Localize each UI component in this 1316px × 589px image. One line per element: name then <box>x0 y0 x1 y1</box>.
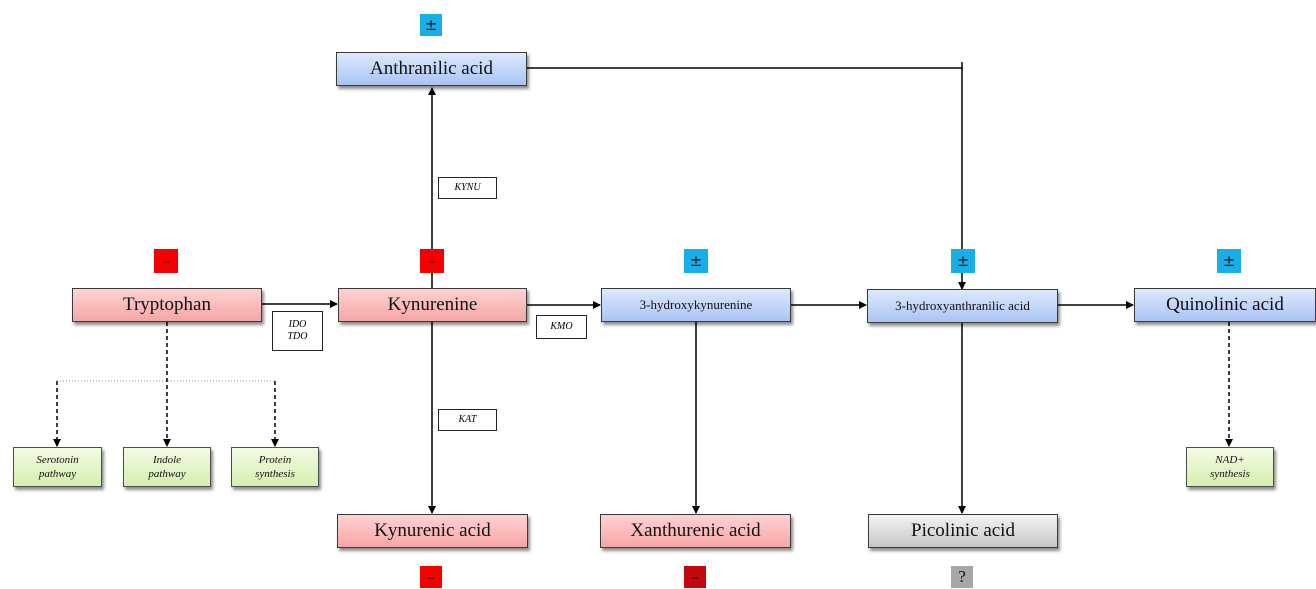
node-kynurenic-acid-label: Kynurenic acid <box>374 520 491 541</box>
node-xanthurenic-acid-label: Xanthurenic acid <box>630 520 761 541</box>
enzyme-ido-tdo: IDO TDO <box>272 311 323 351</box>
badge-quinolinic-acid-symbol: ± <box>1222 252 1236 270</box>
output-nad-line1: NAD+ <box>1215 454 1245 466</box>
node-tryptophan-label: Tryptophan <box>123 294 211 315</box>
output-nad-synthesis: NAD+ synthesis <box>1186 447 1274 487</box>
badge-xanthurenic-acid-symbol: – <box>691 568 699 586</box>
node-quinolinic-acid: Quinolinic acid <box>1134 288 1316 322</box>
node-quinolinic-acid-label: Quinolinic acid <box>1166 294 1284 315</box>
enzyme-tdo-label: TDO <box>287 331 308 342</box>
output-protein-synthesis: Protein synthesis <box>231 447 319 487</box>
badge-kynurenic-acid-symbol: – <box>427 568 435 586</box>
enzyme-kat: KAT <box>438 409 497 431</box>
badge-quinolinic-acid: ± <box>1217 249 1241 273</box>
badge-anthranilic-acid-symbol: ± <box>424 16 438 34</box>
node-3-hydroxykynurenine: 3-hydroxykynurenine <box>601 288 791 322</box>
output-indole-line2: pathway <box>148 468 186 480</box>
enzyme-kat-label: KAT <box>458 414 477 425</box>
node-kynurenic-acid: Kynurenic acid <box>337 514 528 548</box>
badge-xanthurenic-acid: – <box>684 566 706 588</box>
output-indole-pathway: Indole pathway <box>123 447 211 487</box>
node-anthranilic-acid: Anthranilic acid <box>336 52 527 86</box>
node-picolinic-acid-label: Picolinic acid <box>911 520 1015 541</box>
badge-kynurenine: – <box>420 249 444 273</box>
badge-anthranilic-acid: ± <box>420 14 442 36</box>
output-protein-line2: synthesis <box>255 468 295 480</box>
badge-tryptophan-symbol: – <box>162 252 170 270</box>
node-anthranilic-acid-label: Anthranilic acid <box>370 58 493 79</box>
badge-kynurenine-symbol: – <box>428 252 436 270</box>
output-serotonin-line2: pathway <box>38 468 77 480</box>
arrow-anthranilic-hydroxyanthranilic <box>527 67 966 290</box>
badge-picolinic-acid: ? <box>951 566 973 588</box>
output-serotonin-line1: Serotonin <box>36 454 79 466</box>
node-kynurenine-label: Kynurenine <box>387 294 478 315</box>
badge-3-hydroxyanthranilic-acid: ± <box>951 249 975 273</box>
badge-tryptophan: – <box>154 249 178 273</box>
output-nad-line2: synthesis <box>1210 468 1250 480</box>
node-3-hydroxykynurenine-label: 3-hydroxykynurenine <box>639 297 753 312</box>
node-3-hydroxyanthranilic-acid-label: 3-hydroxyanthranilic acid <box>895 298 1030 313</box>
output-serotonin-pathway: Serotonin pathway <box>13 447 102 487</box>
badge-picolinic-acid-symbol: ? <box>958 567 966 586</box>
enzyme-kynu: KYNU <box>438 177 497 199</box>
enzyme-kmo-label: KMO <box>550 321 573 332</box>
enzyme-kynu-label: KYNU <box>454 182 481 193</box>
badge-3-hydroxykynurenine: ± <box>684 249 708 273</box>
badge-3-hydroxyanthranilic-acid-symbol: ± <box>956 252 970 270</box>
badge-3-hydroxykynurenine-symbol: ± <box>689 252 703 270</box>
enzyme-kmo: KMO <box>536 315 587 339</box>
output-indole-line1: Indole <box>152 454 182 466</box>
badge-kynurenic-acid: – <box>420 566 442 588</box>
node-tryptophan: Tryptophan <box>72 288 262 322</box>
node-picolinic-acid: Picolinic acid <box>868 514 1058 548</box>
node-3-hydroxyanthranilic-acid: 3-hydroxyanthranilic acid <box>867 289 1058 323</box>
node-kynurenine: Kynurenine <box>338 288 527 322</box>
output-protein-line1: Protein <box>258 454 292 466</box>
node-xanthurenic-acid: Xanthurenic acid <box>600 514 791 548</box>
enzyme-ido-label: IDO <box>288 319 307 330</box>
